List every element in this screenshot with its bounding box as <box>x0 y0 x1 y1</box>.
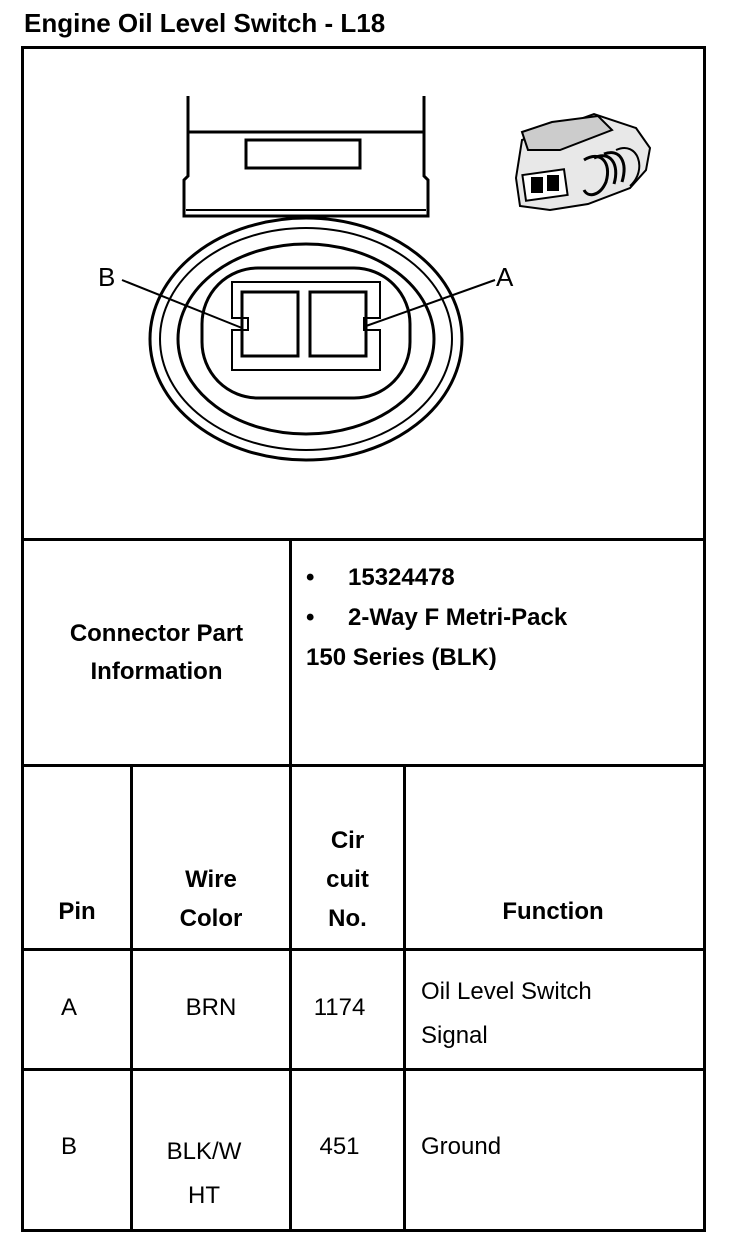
connector-diagram: B A <box>98 96 652 462</box>
row-a-function: Oil Level Switch Signal <box>421 970 703 1058</box>
divider-line <box>130 764 133 1232</box>
bullet-icon: • <box>306 604 315 631</box>
row-a-function-line: Oil Level Switch <box>421 978 592 1005</box>
pin-a-leader <box>365 279 496 327</box>
row-b-function: Ground <box>421 1133 502 1160</box>
connector-isometric-view <box>514 112 652 212</box>
row-a-function-line: Signal <box>421 1022 488 1049</box>
connector-face-view <box>121 96 496 462</box>
divider-line <box>403 764 406 1232</box>
row-b-circuit: 451 <box>319 1133 360 1160</box>
pin-a-terminal <box>308 290 368 358</box>
connector-table-frame <box>21 46 706 1232</box>
divider-line <box>21 538 706 541</box>
header-wire-color-line: Color <box>179 905 243 932</box>
pin-label-b: B <box>98 262 115 292</box>
part-number-item: • 15324478 <box>306 558 700 598</box>
header-pin: Pin <box>58 898 96 925</box>
header-circuit-line: Cir <box>330 827 365 854</box>
connector-info-label-line: Connector Part <box>69 619 244 647</box>
bullet-icon: • <box>306 564 315 591</box>
pin-label-a: A <box>496 262 514 292</box>
pin-b-leader <box>121 279 243 329</box>
row-b-pin: B <box>60 1133 77 1160</box>
header-circuit-number: Cir cuit No. <box>292 821 403 938</box>
row-a-circuit: 1174 <box>313 994 366 1021</box>
connector-series: 150 Series (BLK) <box>306 644 497 671</box>
description-item: • 2-Way F Metri-Pack <box>306 598 700 638</box>
divider-line <box>21 1068 706 1071</box>
connector-info-label-line: Information <box>90 657 223 685</box>
header-function: Function <box>502 898 604 925</box>
row-b-wire-color: BLK/W HT <box>133 1130 275 1218</box>
header-wire-color: Wire Color <box>133 860 289 938</box>
row-b-wire-color-line: BLK/W <box>166 1138 242 1165</box>
header-wire-color-line: Wire <box>185 866 237 893</box>
divider-line <box>21 764 706 767</box>
divider-line <box>289 538 292 1232</box>
connector-info-details: • 15324478 • 2-Way F Metri-Pack 150 Seri… <box>306 558 700 678</box>
pin-b-terminal <box>240 290 300 358</box>
connector-info-label: Connector Part Information <box>24 541 289 764</box>
page-title: Engine Oil Level Switch - L18 <box>24 8 386 38</box>
row-b-wire-color-line: HT <box>188 1182 220 1209</box>
header-circuit-line: cuit <box>326 866 369 893</box>
header-circuit-line: No. <box>328 905 367 932</box>
connector-description: 2-Way F Metri-Pack <box>348 604 568 631</box>
row-a-wire-color: BRN <box>185 994 237 1021</box>
divider-line <box>21 948 706 951</box>
part-number: 15324478 <box>348 564 455 591</box>
row-a-pin: A <box>60 994 77 1021</box>
